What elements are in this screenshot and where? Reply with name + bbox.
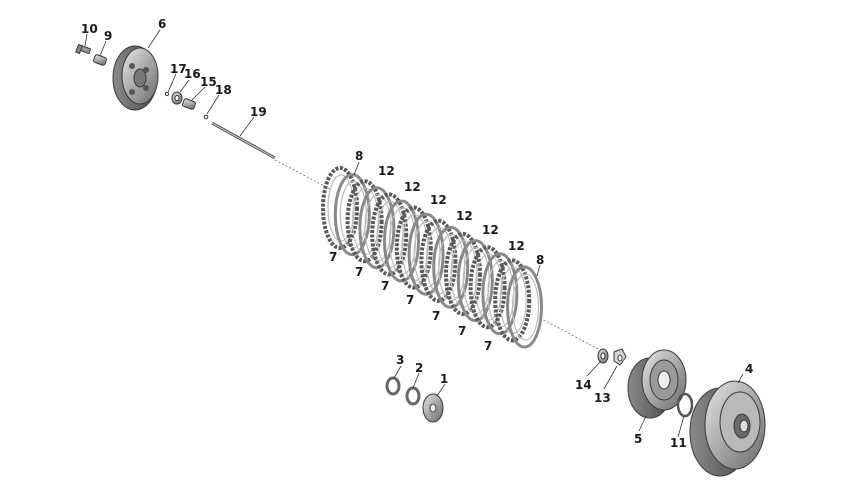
callout-16: 16	[184, 67, 201, 81]
thrust-washer-part	[676, 392, 694, 418]
leader-lines	[84, 29, 744, 438]
clutch-plate-stack	[321, 166, 543, 349]
callout-labels: 10 9 6 17 16 15 18 19 8 12 12 12 12 12 1…	[81, 17, 753, 450]
callout-7-a: 7	[329, 250, 337, 264]
callout-2: 2	[415, 361, 423, 375]
callout-12-d: 12	[456, 209, 473, 223]
callout-3: 3	[396, 353, 404, 367]
callout-10: 10	[81, 22, 98, 36]
callout-8-bottom: 8	[536, 253, 544, 267]
callout-5: 5	[634, 432, 642, 446]
callout-19: 19	[250, 105, 267, 119]
clutch-basket-part	[689, 380, 766, 477]
callout-11: 11	[670, 436, 687, 450]
callout-12-b: 12	[404, 180, 421, 194]
clutch-hub-part	[627, 349, 687, 419]
callout-7-c: 7	[381, 279, 389, 293]
callout-13: 13	[594, 391, 611, 405]
steel-plate	[506, 265, 543, 349]
push-rod-part	[211, 121, 276, 160]
callout-12-c: 12	[430, 193, 447, 207]
callout-18: 18	[215, 83, 232, 97]
callout-7-d: 7	[406, 293, 414, 307]
callout-12-f: 12	[508, 239, 525, 253]
callout-6: 6	[158, 17, 166, 31]
callout-8-top: 8	[355, 149, 363, 163]
washer-nut-parts	[597, 348, 627, 366]
center-axis-line-2	[539, 317, 601, 351]
pressure-plate-part	[112, 45, 159, 111]
callout-12-a: 12	[378, 164, 395, 178]
callout-1: 1	[440, 372, 448, 386]
callout-9: 9	[104, 29, 112, 43]
primary-gear-parts	[385, 376, 444, 423]
small-hardware-parts	[164, 91, 209, 120]
spring-part	[93, 54, 107, 66]
callout-7-b: 7	[355, 265, 363, 279]
center-axis-line	[274, 159, 333, 191]
callout-12-e: 12	[482, 223, 499, 237]
callout-7-g: 7	[484, 339, 492, 353]
callout-17: 17	[170, 62, 187, 76]
callout-4: 4	[745, 362, 753, 376]
callout-7-e: 7	[432, 309, 440, 323]
callout-15: 15	[200, 75, 217, 89]
callout-7-f: 7	[458, 324, 466, 338]
callout-14: 14	[575, 378, 592, 392]
bolt-part	[75, 43, 92, 55]
